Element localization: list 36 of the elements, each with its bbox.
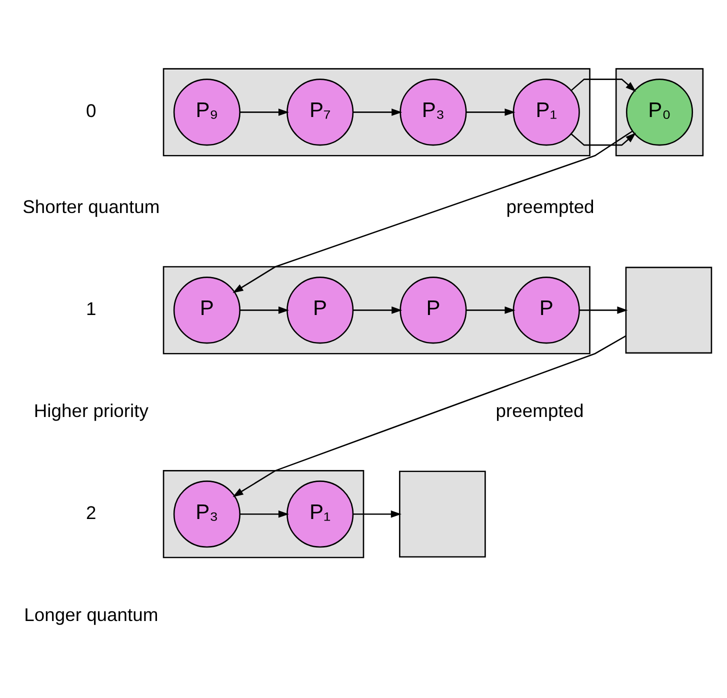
arrow [570,78,636,146]
arrow [240,306,289,314]
label: Longer quantum [24,604,158,625]
cluster [162,68,590,156]
node-circle: P₇ [286,78,354,146]
label: Higher priority [34,400,148,422]
node-circle: P [400,276,467,344]
cluster [162,266,590,354]
arrow [466,108,516,116]
arrow [466,306,516,314]
node-box [399,470,486,558]
node-circle: P₃ [400,78,467,146]
arrow [579,306,628,314]
label: Shorter quantum [22,196,160,218]
edge-label: preempted [506,196,594,218]
arrow [232,335,626,497]
arrow [240,108,289,116]
node-circle: P₃ [173,480,240,548]
label: 1 [86,298,96,320]
label: 2 [86,502,96,523]
node-circle: P [173,276,240,344]
cluster [615,68,704,156]
label: 0 [86,100,96,122]
arrow [232,130,633,294]
arrow [353,510,402,518]
node-circle: P₉ [173,78,240,146]
node-box [625,266,712,354]
arrow [353,306,402,314]
node-circle: P₁ [286,480,354,548]
node-circle: P₁ [512,78,580,146]
arrow [240,510,289,518]
node-circle: P [286,276,354,344]
edge-label: preempted [496,400,584,422]
node-circle: P [512,276,580,344]
arrow [353,108,402,116]
cluster [162,470,364,558]
